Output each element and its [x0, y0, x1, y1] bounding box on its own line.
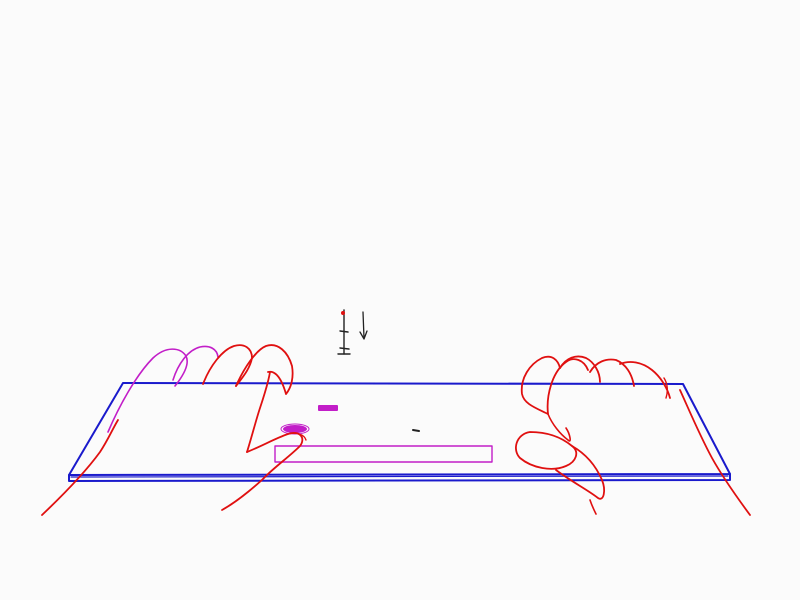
keyboard	[69, 383, 730, 481]
key-upper	[318, 405, 338, 411]
right-thumb	[516, 432, 576, 469]
right-ring-finger	[590, 360, 634, 387]
left-ring-finger	[173, 346, 218, 380]
right-thumb-base	[556, 446, 604, 499]
left-pinky-finger	[108, 349, 187, 432]
left-wrist-outer	[42, 420, 118, 515]
left-middle-finger	[203, 345, 252, 386]
left-hand	[42, 345, 306, 515]
keys	[275, 405, 492, 462]
cursor-dot	[341, 311, 345, 315]
left-thumb	[222, 433, 302, 510]
down-arrow-icon	[360, 312, 367, 339]
left-index-finger	[236, 345, 293, 394]
keyboard-outline	[69, 383, 730, 475]
space-bar	[275, 446, 492, 462]
right-middle-finger	[548, 359, 588, 414]
right-wrist-inner	[590, 500, 596, 514]
keyboard-front-line	[71, 476, 728, 477]
key-mark-black	[413, 430, 419, 431]
text-cursor-icon	[338, 310, 350, 354]
right-pinky-finger	[620, 362, 670, 398]
annotations	[338, 310, 367, 354]
right-hand	[516, 356, 750, 515]
right-index-finger	[522, 357, 560, 414]
right-wrist-outer	[680, 390, 750, 515]
key-pressed	[283, 425, 307, 433]
